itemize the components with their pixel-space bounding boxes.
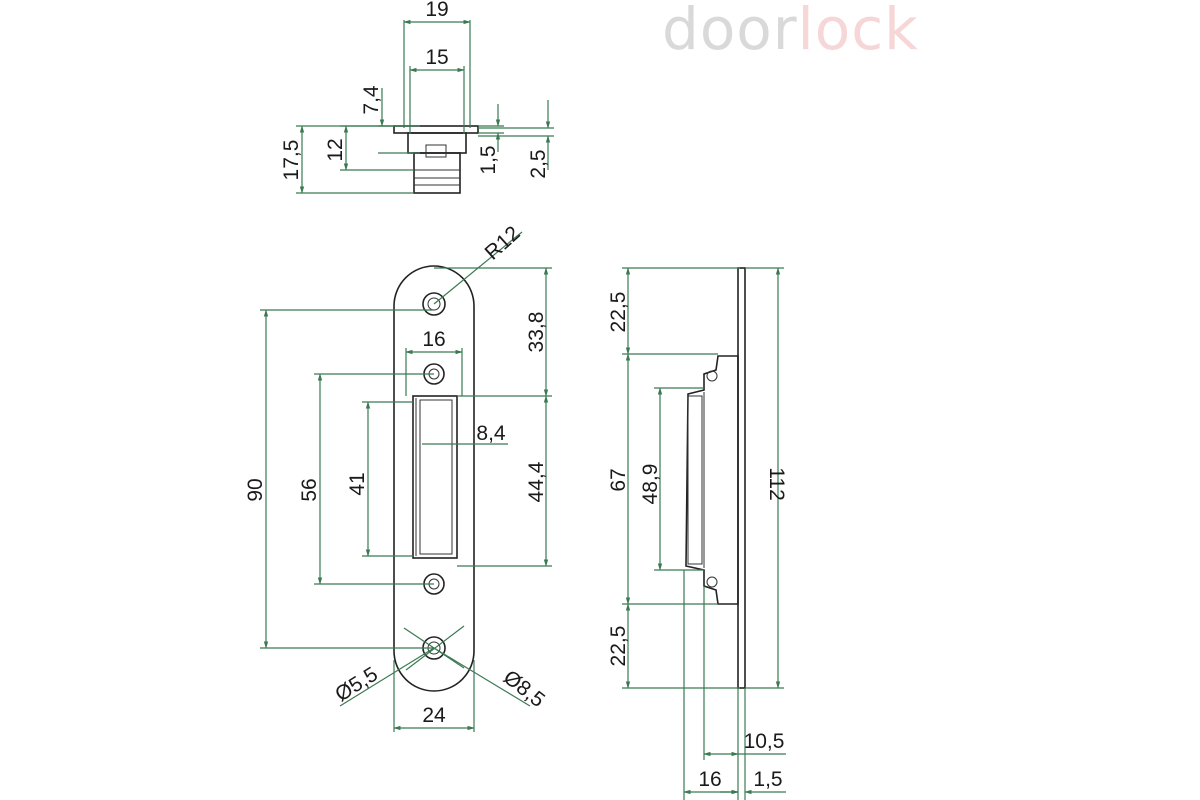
dim-33-8: 33,8	[525, 312, 548, 353]
top-view-plate	[393, 125, 479, 134]
side-view-plate	[737, 267, 746, 689]
dim-44-4: 44,4	[525, 461, 548, 502]
dim-2-5-top: 2,5	[527, 149, 550, 178]
dim-16-side: 16	[698, 768, 721, 791]
dim-112: 112	[765, 467, 788, 500]
dim-22-5-top: 22,5	[607, 292, 630, 333]
brand-logo-door: door	[662, 0, 798, 63]
brand-logo: doorlock	[662, 0, 919, 64]
top-view: 19 15 7,4 17,5 12 1	[280, 0, 554, 194]
dim-24: 24	[422, 704, 446, 727]
dim-7-4: 7,4	[360, 85, 383, 115]
dim-1-5-side: 1,5	[753, 768, 782, 791]
dim-r12: R12	[481, 222, 525, 265]
dim-17-5: 17,5	[280, 140, 303, 181]
latch-opening	[412, 395, 458, 559]
dim-15: 15	[425, 46, 448, 69]
dim-67: 67	[607, 468, 630, 491]
dim-10-5: 10,5	[744, 730, 785, 753]
dim-22-5-bottom: 22,5	[607, 626, 630, 667]
dim-12: 12	[324, 138, 347, 161]
dim-48-9: 48,9	[639, 464, 662, 505]
dim-dia-8-5: Ø8,5	[499, 666, 549, 712]
dim-90: 90	[244, 478, 267, 501]
dim-19: 19	[425, 0, 448, 21]
strike-plate	[393, 265, 475, 692]
dim-dia-5-5: Ø5,5	[331, 663, 382, 707]
top-view-body	[407, 132, 467, 154]
dim-16-front: 16	[422, 328, 445, 351]
brand-logo-lock: lock	[797, 0, 919, 63]
top-view-latch	[413, 152, 461, 194]
dim-1-5-top: 1,5	[477, 145, 500, 174]
side-view-body	[685, 355, 739, 605]
screw-hole-top	[422, 292, 446, 316]
dim-41: 41	[346, 472, 369, 495]
side-view: 22,5 67 48,9 22,5 112 10,5	[607, 267, 788, 800]
dim-56: 56	[298, 478, 321, 501]
dim-8-4: 8,4	[476, 422, 506, 445]
front-view: R12 16 33,8 8,4 44,4 90	[244, 222, 552, 732]
